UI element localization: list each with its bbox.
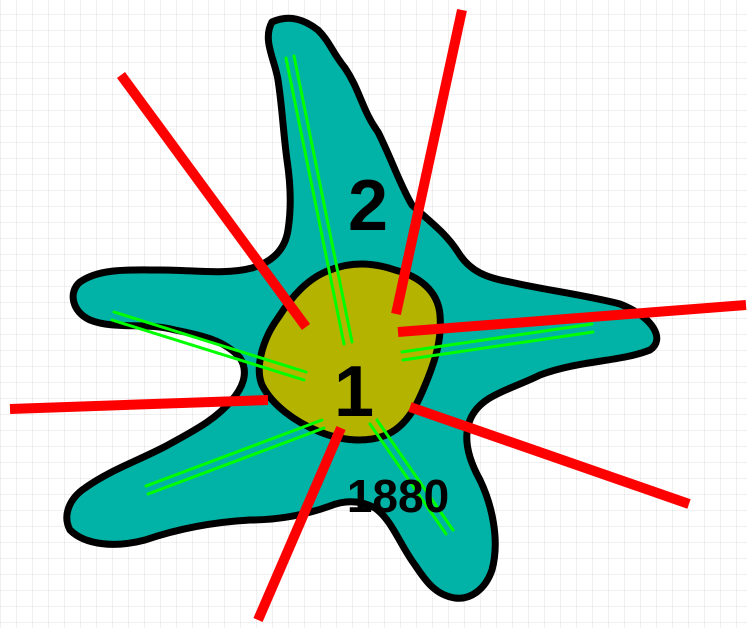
year-label: 1880 [347,470,449,522]
outer-zone-label: 2 [348,166,388,246]
inner-zone-label: 1 [334,352,374,432]
